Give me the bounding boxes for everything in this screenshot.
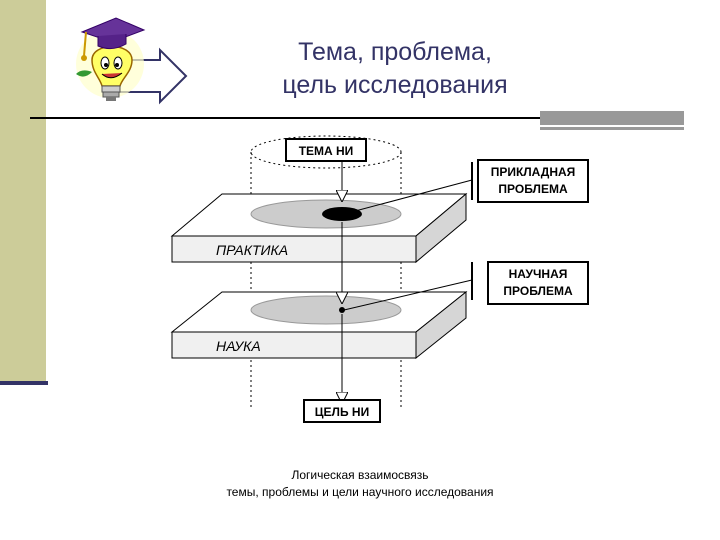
practice-label: ПРАКТИКА <box>216 242 288 258</box>
sidebar-band <box>0 0 46 384</box>
title-rule-accent <box>540 111 684 125</box>
title-rule-accent-thin <box>540 127 684 130</box>
slide-title: Тема, проблема, цель исследования <box>230 36 560 102</box>
practice-slab <box>170 192 468 264</box>
applied-problem-box <box>477 159 589 203</box>
sidebar-accent-line <box>0 381 48 385</box>
goal-box-label: ЦЕЛЬ НИ <box>315 405 369 419</box>
science-label: НАУКА <box>216 338 261 354</box>
diagram-caption: Логическая взаимосвязь темы, проблемы и … <box>150 467 570 501</box>
title-underline <box>30 117 540 119</box>
applied-problem-line1: ПРИКЛАДНАЯ <box>491 165 576 179</box>
scientific-problem-line2: ПРОБЛЕМА <box>503 284 573 298</box>
dotted-cylinder <box>250 135 402 408</box>
caption-line-1: Логическая взаимосвязь <box>291 468 429 482</box>
science-slab <box>170 290 468 360</box>
topic-box <box>285 138 367 162</box>
scientific-problem-line1: НАУЧНАЯ <box>509 267 568 281</box>
applied-problem-line2: ПРОБЛЕМА <box>498 182 568 196</box>
title-line-2: цель исследования <box>282 71 508 99</box>
goal-box <box>303 399 381 423</box>
scientific-problem-box <box>487 261 589 305</box>
lightbulb-graduate-icon <box>76 17 188 105</box>
title-line-1: Тема, проблема, <box>298 38 492 66</box>
caption-line-2: темы, проблемы и цели научного исследова… <box>226 485 494 499</box>
topic-box-label: ТЕМА НИ <box>299 144 354 158</box>
